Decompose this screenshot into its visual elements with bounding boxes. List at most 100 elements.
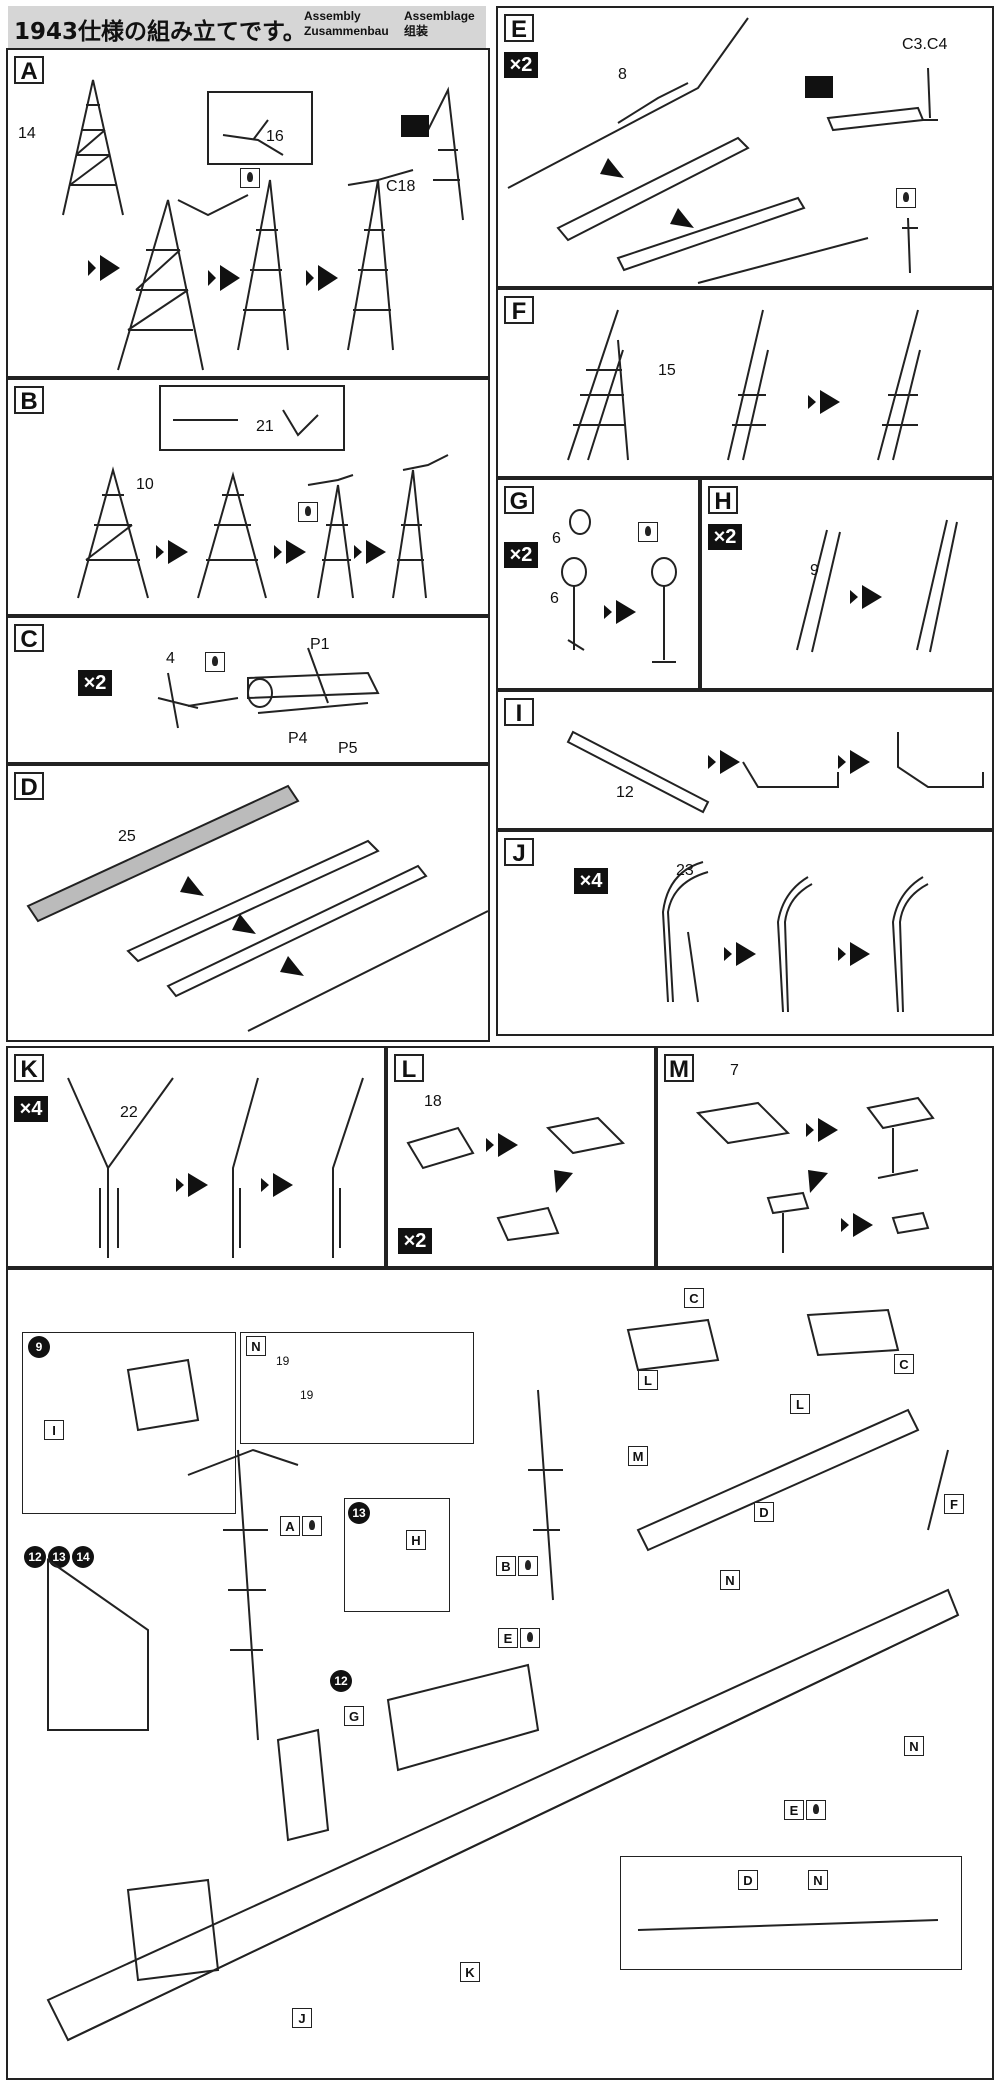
- callout-d: D: [754, 1502, 774, 1522]
- step-m-label: M: [664, 1054, 694, 1083]
- step-n-label: N: [246, 1336, 266, 1356]
- step-a-label: A: [14, 56, 44, 85]
- step-9-inset: [22, 1332, 236, 1514]
- step-c-panel: C ×2 4 P1 P4 P5: [6, 616, 490, 764]
- step-d-drawing: [26, 784, 488, 1032]
- step-h-label: H: [708, 486, 738, 515]
- callout-a: A: [280, 1516, 300, 1536]
- step-l-panel: L ×2 18: [386, 1046, 656, 1268]
- glue-icon: [638, 522, 658, 542]
- step-g-panel: G ×2 6 6: [496, 478, 700, 690]
- part-19-b: 19: [300, 1388, 314, 1402]
- callout-h: H: [406, 1530, 426, 1550]
- step-m-drawing: [695, 1096, 935, 1253]
- step-m-panel: M 7: [656, 1046, 994, 1268]
- callout-j: J: [292, 2008, 312, 2028]
- step-h-multiplier: ×2: [708, 524, 742, 550]
- step-l-label: L: [394, 1054, 424, 1083]
- sequence-step-14: 14: [72, 1546, 94, 1568]
- step-d-panel: D 25: [6, 764, 490, 1042]
- part-p4: P4: [288, 730, 308, 747]
- callout-c-1: C: [684, 1288, 704, 1308]
- step-g-multiplier: ×2: [504, 542, 538, 568]
- part-21: 21: [256, 418, 274, 435]
- glue-icon: [520, 1628, 540, 1648]
- part-6-top: 6: [552, 530, 561, 547]
- step-k-drawing: [67, 1077, 364, 1258]
- step-j-panel: J ×4 23: [496, 830, 994, 1036]
- step-a-panel: A 14 16 C18: [6, 48, 490, 378]
- step-h-drawing: [796, 519, 958, 653]
- part-9: 9: [810, 562, 819, 579]
- part-4: 4: [166, 650, 175, 667]
- part-15: 15: [658, 362, 676, 379]
- step-d-label: D: [14, 772, 44, 801]
- part-12: 12: [616, 784, 634, 801]
- sequence-step-13: 13: [48, 1546, 70, 1568]
- glue-icon: [302, 1516, 322, 1536]
- glue-icon: [298, 502, 318, 522]
- step-f-label: F: [504, 296, 534, 325]
- step-n-inset: [240, 1332, 474, 1444]
- final-assembly-drawing: [46, 1308, 960, 2042]
- part-7: 7: [730, 1062, 739, 1079]
- step-e-label: E: [504, 14, 534, 43]
- step-12-number: 12: [330, 1670, 352, 1692]
- part-16: 16: [266, 128, 284, 145]
- step-h-panel: H ×2 9: [700, 478, 994, 690]
- step-j-drawing: [661, 861, 929, 1013]
- page-header: 1943仕様の組み立てです。 Assembly Zusammenbau Asse…: [8, 6, 486, 50]
- part-25: 25: [118, 828, 136, 845]
- callout-i: I: [44, 1420, 64, 1440]
- step-k-multiplier: ×4: [14, 1096, 48, 1122]
- step-f-panel: F 15: [496, 288, 994, 478]
- callout-e-2: E: [784, 1800, 804, 1820]
- callout-l-2: L: [790, 1394, 810, 1414]
- glue-icon: [205, 652, 225, 672]
- callout-f: F: [944, 1494, 964, 1514]
- step-e-multiplier: ×2: [504, 52, 538, 78]
- callout-d-inset: D: [738, 1870, 758, 1890]
- step-k-panel: K ×4 22: [6, 1046, 386, 1268]
- step-j-multiplier: ×4: [574, 868, 608, 894]
- callout-n-2: N: [904, 1736, 924, 1756]
- step-c-multiplier: ×2: [78, 670, 112, 696]
- step-g-drawing: [561, 509, 677, 663]
- step-b-panel: B 10 21: [6, 378, 490, 616]
- glue-icon: [240, 168, 260, 188]
- callout-n-3: N: [808, 1870, 828, 1890]
- step-13-inset: [344, 1498, 450, 1612]
- part-22: 22: [120, 1104, 138, 1121]
- step-i-label: I: [504, 698, 534, 727]
- step-e-panel: E ×2 8 C3.C4: [496, 6, 994, 288]
- part-p1: P1: [310, 636, 330, 653]
- header-title-jp: 1943仕様の組み立てです。: [14, 19, 306, 45]
- step-c-label: C: [14, 624, 44, 653]
- callout-b: B: [496, 1556, 516, 1576]
- part-18: 18: [424, 1093, 442, 1110]
- glue-icon: [518, 1556, 538, 1576]
- part-c3-c4: C3.C4: [902, 36, 948, 53]
- header-assembly-fr-cn: Assemblage 组装: [404, 9, 475, 38]
- callout-c-2: C: [894, 1354, 914, 1374]
- step-e-drawing: [507, 17, 938, 284]
- part-14: 14: [18, 125, 36, 142]
- sequence-step-12: 12: [24, 1546, 46, 1568]
- part-10: 10: [136, 476, 154, 493]
- step-c-drawing: [157, 647, 380, 729]
- glue-icon: [806, 1800, 826, 1820]
- part-p5: P5: [338, 740, 358, 757]
- callout-e-1: E: [498, 1628, 518, 1648]
- step-g-label: G: [504, 486, 534, 515]
- part-6-bottom: 6: [550, 590, 559, 607]
- step-b-drawing: [77, 385, 449, 599]
- callout-m: M: [628, 1446, 648, 1466]
- detail-inset: [620, 1856, 962, 1970]
- part-8: 8: [618, 66, 627, 83]
- step-j-label: J: [504, 838, 534, 867]
- part-c18: C18: [386, 178, 416, 195]
- step-9-number: 9: [28, 1336, 50, 1358]
- step-b-label: B: [14, 386, 44, 415]
- final-assembly-panel: 9 N 19 19 12 13 14 13 12 A B C C: [6, 1268, 994, 2080]
- step-l-drawing: [406, 1116, 626, 1242]
